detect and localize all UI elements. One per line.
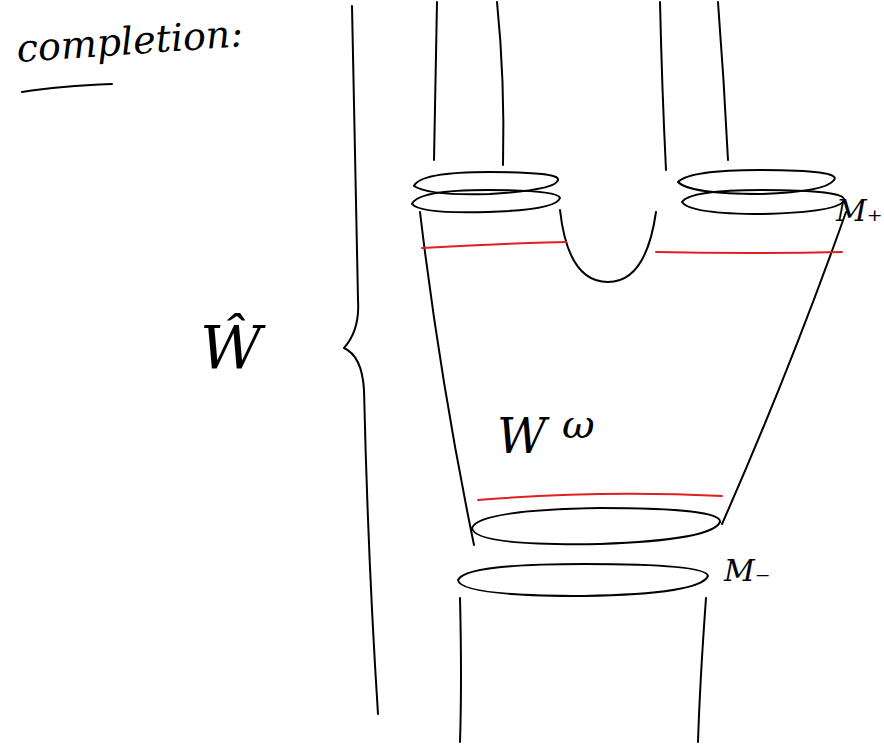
boundary-circle bbox=[682, 190, 844, 214]
brace bbox=[344, 6, 378, 714]
boundary-circle bbox=[472, 508, 720, 544]
title-underline bbox=[22, 84, 112, 92]
cobordism-crotch bbox=[560, 210, 656, 282]
boundary-name: M₊ bbox=[836, 196, 883, 226]
boundary-circle bbox=[458, 564, 708, 596]
completion-symbol: Ŵ bbox=[200, 318, 262, 378]
cobordism-edge bbox=[420, 212, 474, 545]
title: completion: bbox=[15, 14, 244, 68]
cobordism-name: W bbox=[497, 412, 546, 460]
symplectic-form: ω bbox=[562, 404, 595, 444]
tube-edge bbox=[434, 2, 437, 160]
tube-edge bbox=[660, 2, 666, 170]
collar-line bbox=[422, 242, 566, 248]
tube-edge bbox=[698, 598, 706, 742]
tube-edge bbox=[497, 2, 503, 165]
tube-edge bbox=[718, 2, 728, 160]
cobordism-edge bbox=[722, 212, 846, 524]
collar-line bbox=[656, 252, 842, 253]
boundary-circle bbox=[412, 190, 560, 212]
tube-edge bbox=[460, 598, 461, 742]
collar-line bbox=[478, 494, 722, 500]
boundary-name: M₋ bbox=[724, 556, 771, 586]
